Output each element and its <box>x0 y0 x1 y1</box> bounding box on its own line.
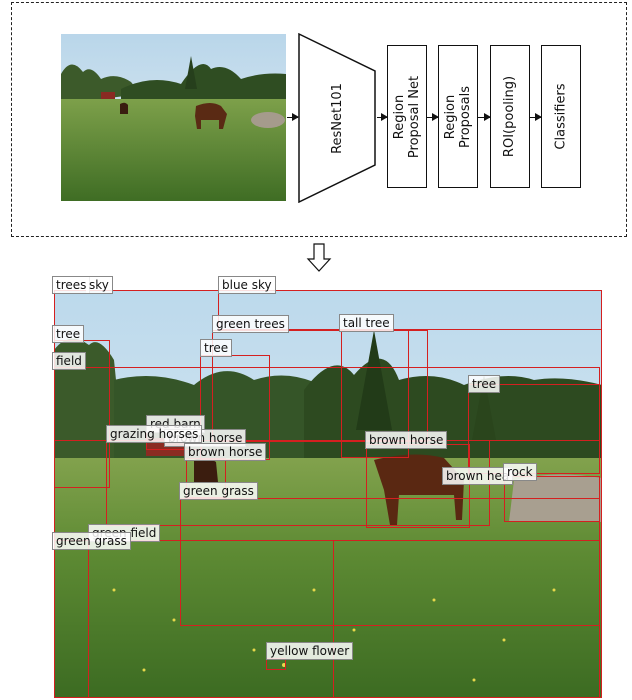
region-proposals-block: Region Proposals <box>438 45 478 188</box>
arrow-image-to-resnet <box>287 113 299 121</box>
label-brown-horse-main: brown horse <box>365 431 448 449</box>
arrow-resnet-to-rpn <box>377 113 388 121</box>
label-grazing-horses: grazing horses <box>106 425 203 443</box>
label-brown-horse-small: brown horse <box>184 443 267 461</box>
proposals-label: Region Proposals <box>443 85 474 148</box>
label-rock: rock <box>503 463 537 481</box>
label-trees: trees <box>52 276 91 294</box>
arrow-rpn-to-proposals <box>427 113 439 121</box>
output-image <box>54 290 602 698</box>
label-blue-sky: blue sky <box>218 276 276 294</box>
roi-pooling-block: ROI(pooling) <box>490 45 530 188</box>
label-yellow-flower: yellow flower <box>266 642 354 660</box>
arrow-roi-to-classifiers <box>530 113 542 121</box>
label-green-trees: green trees <box>212 315 289 333</box>
label-tall-tree: tall tree <box>339 314 394 332</box>
classifiers-block: Classifiers <box>541 45 581 188</box>
label-sky: sky <box>86 276 113 294</box>
label-green-grass-a: green grass <box>179 482 258 500</box>
down-arrow-icon <box>306 243 332 272</box>
label-tree-right: tree <box>468 375 501 393</box>
pipeline-frame <box>11 2 627 237</box>
rpn-label: Region Proposal Net <box>392 75 423 158</box>
resnet-label: ResNet101 <box>329 82 345 154</box>
label-green-grass-b: green grass <box>52 532 131 550</box>
label-field: field <box>52 352 86 370</box>
classifiers-label: Classifiers <box>553 83 569 150</box>
label-tree-left: tree <box>52 325 85 343</box>
region-proposal-net-block: Region Proposal Net <box>387 45 427 188</box>
arrow-proposals-to-roi <box>478 113 491 121</box>
roi-label: ROI(pooling) <box>502 75 518 158</box>
resnet-block <box>298 33 376 203</box>
input-image <box>61 34 286 201</box>
label-brown-head: brown hea <box>442 467 514 485</box>
label-tree-mid: tree <box>200 339 233 357</box>
